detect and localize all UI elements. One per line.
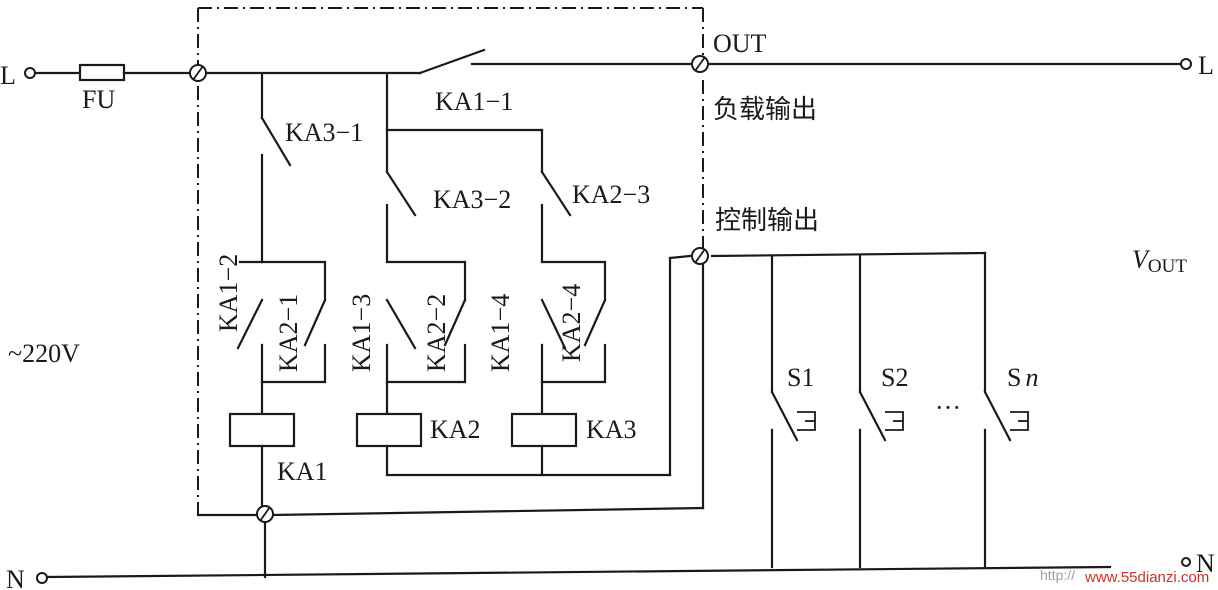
screw-terminals [189, 55, 709, 523]
watermark-site: www.55dianzi.com [1084, 569, 1209, 586]
switch-s1 [770, 390, 799, 442]
branch-ka3 [510, 128, 607, 477]
label-out: OUT [713, 29, 767, 58]
label-control-output: 控制输出 [715, 206, 819, 236]
neutral-line [36, 557, 1191, 584]
label-s2: S2 [881, 363, 908, 392]
switch-sn [983, 390, 1012, 442]
label-ka1-1: KA1−1 [435, 87, 513, 116]
branch-ka2 [355, 128, 467, 477]
label-ka2-1: KA2−1 [274, 294, 303, 372]
fuse-fu [78, 63, 126, 82]
watermark-prefix: http:// [1040, 567, 1075, 583]
control-switches [710, 251, 1029, 569]
label-ka3-1: KA3−1 [285, 118, 363, 147]
live-line [24, 48, 1192, 82]
ka1-1-contact [418, 48, 486, 75]
label-voltage: ~220V [8, 339, 80, 368]
label-n-right: N [1196, 549, 1215, 578]
label-l-left: L [0, 61, 16, 90]
label-load-output: 负载输出 [713, 95, 817, 125]
label-ka2-3: KA2−3 [572, 180, 650, 209]
label-coil-ka1: KA1 [277, 457, 328, 486]
coil-ka1 [228, 412, 296, 448]
watermark: http:// www.55dianzi.com [1040, 567, 1209, 586]
label-ka1-2: KA1−2 [214, 254, 243, 332]
label-coil-ka3: KA3 [586, 415, 637, 444]
label-s1: S1 [787, 363, 814, 392]
label-ellipsis: ··· [935, 393, 961, 422]
label-coil-ka2: KA2 [430, 415, 481, 444]
coil-ka2 [355, 412, 423, 448]
module-enclosure [197, 7, 704, 515]
label-ka3-2: KA3−2 [433, 185, 511, 214]
label-ka2-4: KA2−4 [557, 284, 586, 362]
label-ka1-4: KA1−4 [486, 294, 515, 372]
label-ka1-3: KA1−3 [347, 294, 376, 372]
label-n-left: N [6, 565, 25, 590]
label-vout: VOUT [1132, 245, 1187, 277]
coil-ka3 [510, 412, 578, 448]
branch-ka1 [228, 71, 327, 510]
label-ka2-2: KA2−2 [422, 294, 451, 372]
label-l-right: L [1198, 51, 1214, 80]
switch-s2 [858, 390, 887, 442]
label-fu: FU [82, 85, 115, 114]
